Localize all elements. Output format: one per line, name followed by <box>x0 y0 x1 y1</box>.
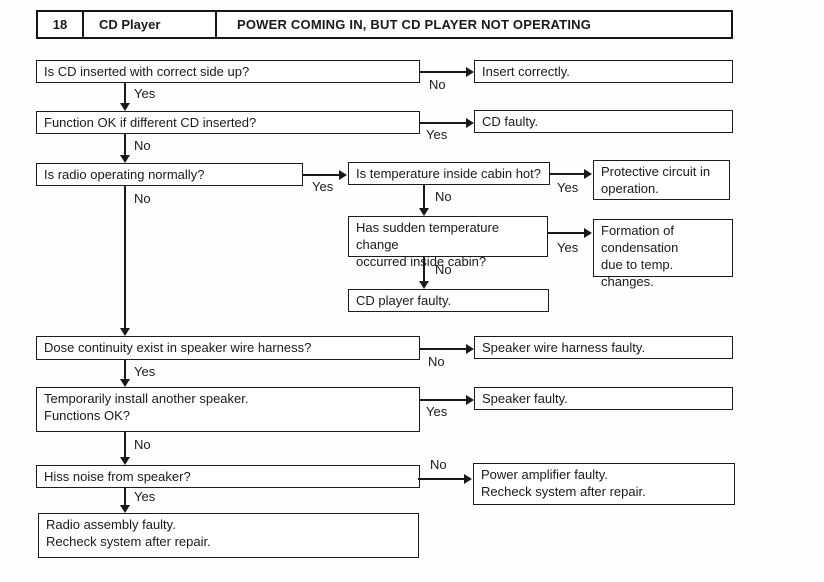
arrow-head-down-icon <box>120 457 130 465</box>
arrow-line <box>420 348 466 350</box>
arrow-line <box>124 488 126 505</box>
branch-label-no: No <box>134 138 151 153</box>
arrow-head-right-icon <box>464 474 472 484</box>
arrow-line <box>124 83 126 103</box>
branch-label-no: No <box>429 77 446 92</box>
branch-label-yes: Yes <box>557 240 579 255</box>
chart-title: POWER COMING IN, BUT CD PLAYER NOT OPERA… <box>237 17 592 32</box>
branch-label-no: No <box>435 262 452 277</box>
arrow-head-down-icon <box>120 328 130 336</box>
node-r-power-amp-faulty: Power amplifier faulty. Recheck system a… <box>473 463 735 505</box>
node-r-cd-player-faulty: CD player faulty. <box>348 289 549 312</box>
arrow-line <box>550 173 584 175</box>
branch-label-yes: Yes <box>426 127 448 142</box>
arrow-head-right-icon <box>466 67 474 77</box>
arrow-line <box>420 71 466 73</box>
node-q-cd-side: Is CD inserted with correct side up? <box>36 60 420 83</box>
branch-label-yes: Yes <box>134 489 156 504</box>
arrow-line <box>548 232 584 234</box>
node-r-radio-assembly-faulty: Radio assembly faulty. Recheck system af… <box>38 513 419 558</box>
branch-label-no: No <box>428 354 445 369</box>
arrow-head-down-icon <box>120 103 130 111</box>
branch-label-yes: Yes <box>312 179 334 194</box>
node-r-speaker-faulty: Speaker faulty. <box>474 387 733 410</box>
node-q-temp-change: Has sudden temperature change occurred i… <box>348 216 548 269</box>
node-r-cd-faulty: CD faulty. <box>474 110 733 133</box>
branch-label-no: No <box>134 437 151 452</box>
branch-label-no: No <box>435 189 452 204</box>
arrow-head-down-icon <box>120 505 130 513</box>
arrow-line <box>303 174 339 176</box>
node-q-different-cd: Function OK if different CD inserted? <box>36 111 420 134</box>
arrow-head-right-icon <box>584 169 592 179</box>
node-r-insert-correctly: Insert correctly. <box>474 60 733 83</box>
arrow-head-down-icon <box>120 379 130 387</box>
arrow-line <box>124 186 126 328</box>
branch-label-no: No <box>430 457 447 472</box>
node-r-condensation: Formation of condensation due to temp. c… <box>593 219 733 289</box>
node-q-cabin-hot: Is temperature inside cabin hot? <box>348 162 550 185</box>
branch-label-yes: Yes <box>134 86 156 101</box>
arrow-head-right-icon <box>466 118 474 128</box>
arrow-head-down-icon <box>419 208 429 216</box>
arrow-head-down-icon <box>120 155 130 163</box>
arrow-line <box>124 360 126 379</box>
branch-label-yes: Yes <box>134 364 156 379</box>
node-q-speaker-install: Temporarily install another speaker. Fun… <box>36 387 420 432</box>
node-q-radio-normal: Is radio operating normally? <box>36 163 303 186</box>
arrow-line <box>124 432 126 457</box>
arrow-line <box>423 257 425 281</box>
arrow-head-right-icon <box>339 170 347 180</box>
arrow-head-right-icon <box>584 228 592 238</box>
branch-label-no: No <box>134 191 151 206</box>
node-r-harness-faulty: Speaker wire harness faulty. <box>474 336 733 359</box>
arrow-head-right-icon <box>466 344 474 354</box>
arrow-line <box>124 134 126 155</box>
arrow-line <box>423 185 425 208</box>
branch-label-yes: Yes <box>557 180 579 195</box>
system-name: CD Player <box>84 12 217 37</box>
arrow-line <box>418 478 464 480</box>
branch-label-yes: Yes <box>426 404 448 419</box>
arrow-line <box>420 399 466 401</box>
chart-number: 18 <box>38 12 84 37</box>
chart-header: 18 CD Player POWER COMING IN, BUT CD PLA… <box>36 10 733 39</box>
node-r-protective-circuit: Protective circuit in operation. <box>593 160 730 200</box>
arrow-head-right-icon <box>466 395 474 405</box>
arrow-line <box>420 122 466 124</box>
arrow-head-down-icon <box>419 281 429 289</box>
node-q-continuity: Dose continuity exist in speaker wire ha… <box>36 336 420 360</box>
node-q-hiss-noise: Hiss noise from speaker? <box>36 465 420 488</box>
